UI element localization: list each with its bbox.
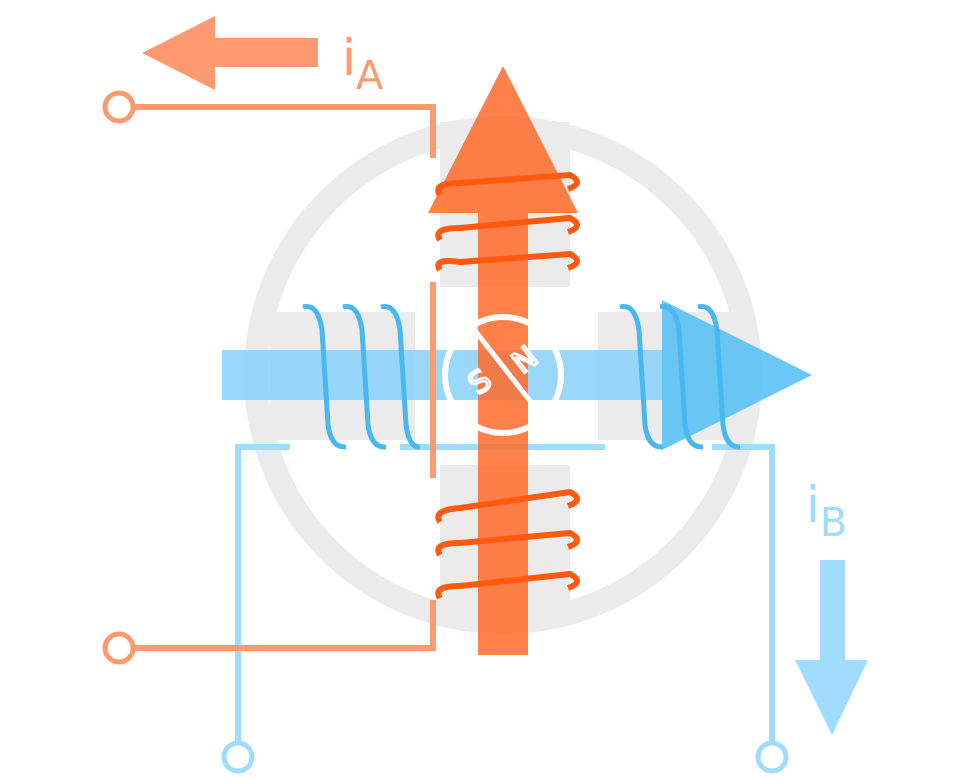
phase-a-coil-top-turn xyxy=(435,250,580,272)
current-a-arrow xyxy=(142,16,318,90)
phase-a-coils xyxy=(435,171,580,600)
phase-b-coils xyxy=(302,304,741,450)
phase-b-terminal-left[interactable] xyxy=(221,740,255,774)
phase-b-coil-left-turn xyxy=(380,304,421,450)
phase-a-top-lead xyxy=(133,104,436,158)
phase-b-coil-left-turn xyxy=(302,304,347,450)
phase-a-coil-bottom-turn xyxy=(435,529,580,557)
phase-a-terminal-top[interactable] xyxy=(102,90,136,124)
phase-a-bottom-lead xyxy=(133,600,436,651)
phase-b-arrow-head xyxy=(662,300,812,450)
phase-b-coil-left-turn xyxy=(342,304,387,450)
phase-b-terminal-right[interactable] xyxy=(755,740,789,774)
phase-b-coil-right-turn xyxy=(697,304,741,450)
phase-a-wiring xyxy=(102,90,436,665)
phase-a-coil-bottom-turn xyxy=(435,570,580,600)
rotor-pole-divider xyxy=(467,321,547,422)
rotor-body xyxy=(442,314,564,436)
phase-a-terminal-bottom[interactable] xyxy=(102,631,136,665)
phase-b-coil-right-turn xyxy=(659,304,704,450)
phase-a-coil-top-turn xyxy=(435,171,580,197)
phase-b-coil-right-turn xyxy=(619,304,664,450)
current-b-indicator: iB xyxy=(795,476,868,735)
current-b-arrow xyxy=(795,560,868,735)
current-b-label: iB xyxy=(806,476,847,546)
current-a-label: iA xyxy=(342,29,384,99)
current-a-indicator: iA xyxy=(142,16,384,99)
phase-a-coil-top-turn xyxy=(435,214,580,242)
phase-a-coil-bottom-turn xyxy=(435,488,580,524)
